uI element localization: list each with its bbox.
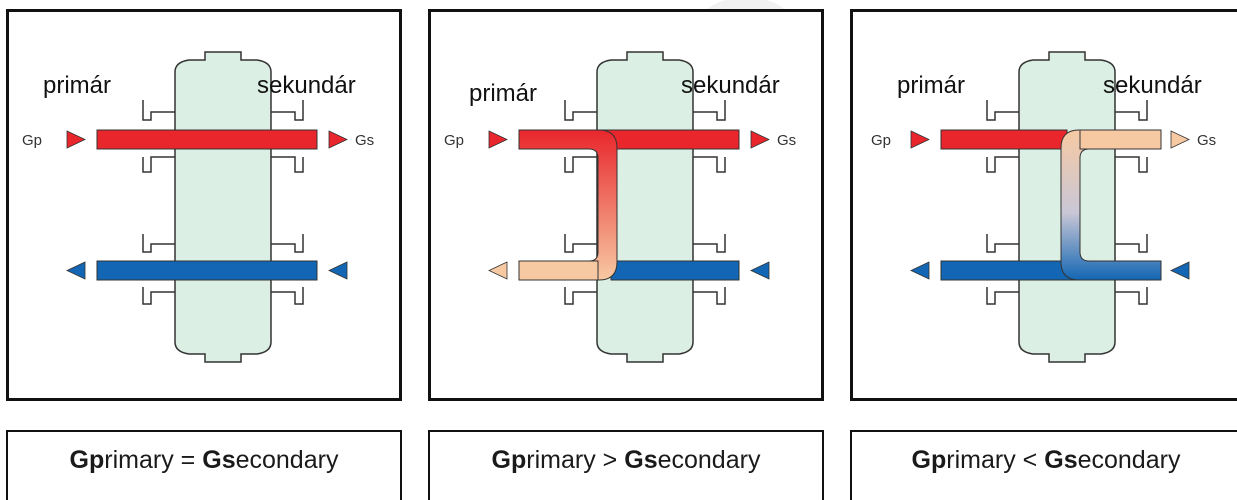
flow-in-arrow xyxy=(66,130,86,149)
cold-pipe xyxy=(610,260,740,281)
return-arrow-right xyxy=(1170,261,1190,280)
hydraulic-separator-diagram: primár sekundár Gp Gs xyxy=(871,51,1216,363)
return-arrow-left xyxy=(66,261,86,280)
hydraulic-separator-diagram: primár sekundár Gp Gs xyxy=(22,51,374,363)
caption-box-equal: Gprimary = Gsecondary xyxy=(6,430,402,500)
diagram-panel-equal: primár sekundár Gp Gs xyxy=(6,9,402,401)
caption-secondary-text: econdary xyxy=(1077,446,1181,474)
secondary-label: sekundár xyxy=(1103,72,1202,99)
caption-s: s xyxy=(643,446,658,474)
caption-operator: < xyxy=(1022,446,1038,474)
caption-p: p xyxy=(511,446,527,474)
warm-return-pipe xyxy=(518,260,599,281)
caption-secondary-text: econdary xyxy=(235,446,339,474)
caption-primary-text: rimary xyxy=(526,446,596,474)
cold-pipe xyxy=(96,260,318,281)
flow-out-arrow xyxy=(1170,130,1190,149)
flow-out-label: Gs xyxy=(777,132,796,149)
caption-g: G xyxy=(624,446,644,474)
flow-in-label: Gp xyxy=(22,132,42,149)
return-arrow-left xyxy=(910,261,930,280)
hot-pipe xyxy=(96,129,318,150)
flow-out-label: Gs xyxy=(355,132,374,149)
return-arrow-right xyxy=(750,261,770,280)
caption-g: G xyxy=(1044,446,1064,474)
secondary-label: sekundár xyxy=(681,72,780,99)
caption-s: s xyxy=(1063,446,1078,474)
return-arrow-right xyxy=(328,261,348,280)
caption-primary-text: rimary xyxy=(104,446,174,474)
caption-g: G xyxy=(69,446,89,474)
caption-greater: Gprimary > Gsecondary xyxy=(430,446,822,475)
caption-g: G xyxy=(202,446,222,474)
hot-pipe xyxy=(940,129,1068,150)
flow-out-arrow xyxy=(328,130,348,149)
caption-box-greater: Gprimary > Gsecondary xyxy=(428,430,824,500)
caption-p: p xyxy=(931,446,947,474)
caption-s: s xyxy=(221,446,236,474)
return-arrow-left xyxy=(488,261,508,280)
caption-operator: = xyxy=(180,446,196,474)
caption-g: G xyxy=(911,446,931,474)
flow-in-arrow xyxy=(488,130,508,149)
caption-primary-text: rimary xyxy=(946,446,1016,474)
diagram-panel-greater: primár sekundár Gp Gs xyxy=(428,9,824,401)
flow-in-label: Gp xyxy=(871,132,891,149)
flow-out-arrow xyxy=(750,130,770,149)
caption-less: Gprimary < Gsecondary xyxy=(852,446,1237,475)
primary-label: primár xyxy=(469,80,537,107)
primary-label: primár xyxy=(897,72,965,99)
diagram-panel-less: primár sekundár Gp Gs xyxy=(850,9,1237,401)
caption-secondary-text: econdary xyxy=(657,446,761,474)
flow-in-arrow xyxy=(910,130,930,149)
caption-equal: Gprimary = Gsecondary xyxy=(8,446,400,475)
bypass-flow xyxy=(518,129,618,281)
hydraulic-separator-diagram: primár sekundár Gp Gs xyxy=(444,51,796,363)
caption-g: G xyxy=(491,446,511,474)
caption-operator: > xyxy=(602,446,618,474)
flow-in-label: Gp xyxy=(444,132,464,149)
flow-out-label: Gs xyxy=(1197,132,1216,149)
caption-box-less: Gprimary < Gsecondary xyxy=(850,430,1237,500)
warm-supply-pipe xyxy=(1079,129,1162,150)
caption-p: p xyxy=(89,446,105,474)
secondary-label: sekundár xyxy=(257,72,356,99)
primary-label: primár xyxy=(43,72,111,99)
